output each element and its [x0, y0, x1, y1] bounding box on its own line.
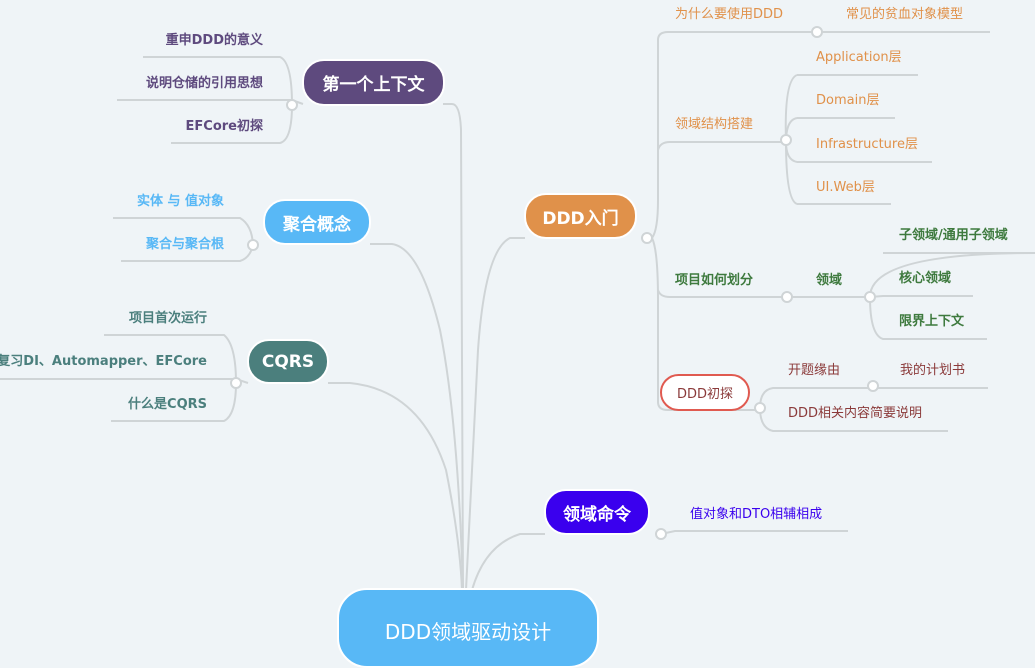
collapse-toggle[interactable]	[864, 291, 876, 303]
subtopic[interactable]: 常见的贫血对象模型	[846, 7, 964, 22]
subtopic[interactable]: 重申DDD的意义	[165, 33, 263, 48]
topic-label: DDD入门	[542, 208, 619, 229]
collapse-toggle[interactable]	[247, 239, 259, 251]
subtopic-why-ddd[interactable]: 为什么要使用DDD	[675, 7, 784, 22]
subtopic[interactable]: 值对象和DTO相辅相成	[690, 507, 823, 522]
topic-first-context[interactable]: 第一个上下文	[302, 59, 445, 106]
collapse-toggle[interactable]	[781, 291, 793, 303]
topic-label: 领域命令	[563, 504, 631, 525]
topic-domain-command[interactable]: 领域命令	[544, 489, 650, 535]
subtopic[interactable]: 说明仓储的引用思想	[145, 76, 263, 91]
collapse-toggle[interactable]	[655, 528, 667, 540]
subtopic[interactable]: DDD相关内容简要说明	[788, 406, 923, 421]
collapse-toggle[interactable]	[641, 232, 653, 244]
collapse-toggle[interactable]	[811, 26, 823, 38]
topic-aggregate[interactable]: 聚合概念	[263, 199, 371, 245]
subtopic[interactable]: EFCore初探	[185, 119, 263, 134]
subtopic[interactable]: Infrastructure层	[816, 137, 918, 152]
topic-label: CQRS	[261, 351, 315, 372]
subtopic[interactable]: 实体 与 值对象	[136, 194, 224, 209]
subtopic[interactable]: 复习DI、Automapper、EFCore	[0, 354, 207, 369]
subtopic[interactable]: Domain层	[816, 93, 880, 108]
subtopic[interactable]: Application层	[816, 50, 902, 65]
root-topic-label: DDD领域驱动设计	[384, 620, 552, 644]
subtopic-structure[interactable]: 领域结构搭建	[675, 117, 754, 132]
subtopic[interactable]: 项目首次运行	[128, 311, 207, 326]
collapse-toggle[interactable]	[867, 380, 879, 392]
topic-cqrs[interactable]: CQRS	[247, 339, 329, 384]
subtopic[interactable]: 子领域/通用子领域	[899, 228, 1008, 243]
collapse-toggle[interactable]	[286, 99, 298, 111]
topic-label: 第一个上下文	[322, 75, 425, 95]
topic-label: DDD初探	[676, 387, 734, 402]
subtopic[interactable]: UI.Web层	[816, 180, 875, 195]
collapse-toggle[interactable]	[780, 134, 792, 146]
subtopic-ddd-explore[interactable]: DDD初探	[660, 374, 750, 411]
subtopic[interactable]: 我的计划书	[900, 363, 966, 378]
root-topic[interactable]: DDD领域驱动设计	[337, 588, 599, 668]
subtopic[interactable]: 开题缘由	[788, 363, 841, 378]
subtopic[interactable]: 核心领域	[899, 271, 952, 286]
subtopic[interactable]: 限界上下文	[899, 314, 965, 329]
subtopic-domain[interactable]: 领域	[816, 273, 843, 288]
subtopic[interactable]: 聚合与聚合根	[145, 237, 224, 252]
topic-label: 聚合概念	[283, 214, 351, 235]
collapse-toggle[interactable]	[754, 402, 766, 414]
topic-ddd-intro[interactable]: DDD入门	[524, 193, 637, 239]
subtopic-division[interactable]: 项目如何划分	[675, 273, 754, 288]
subtopic[interactable]: 什么是CQRS	[128, 397, 207, 412]
collapse-toggle[interactable]	[230, 377, 242, 389]
